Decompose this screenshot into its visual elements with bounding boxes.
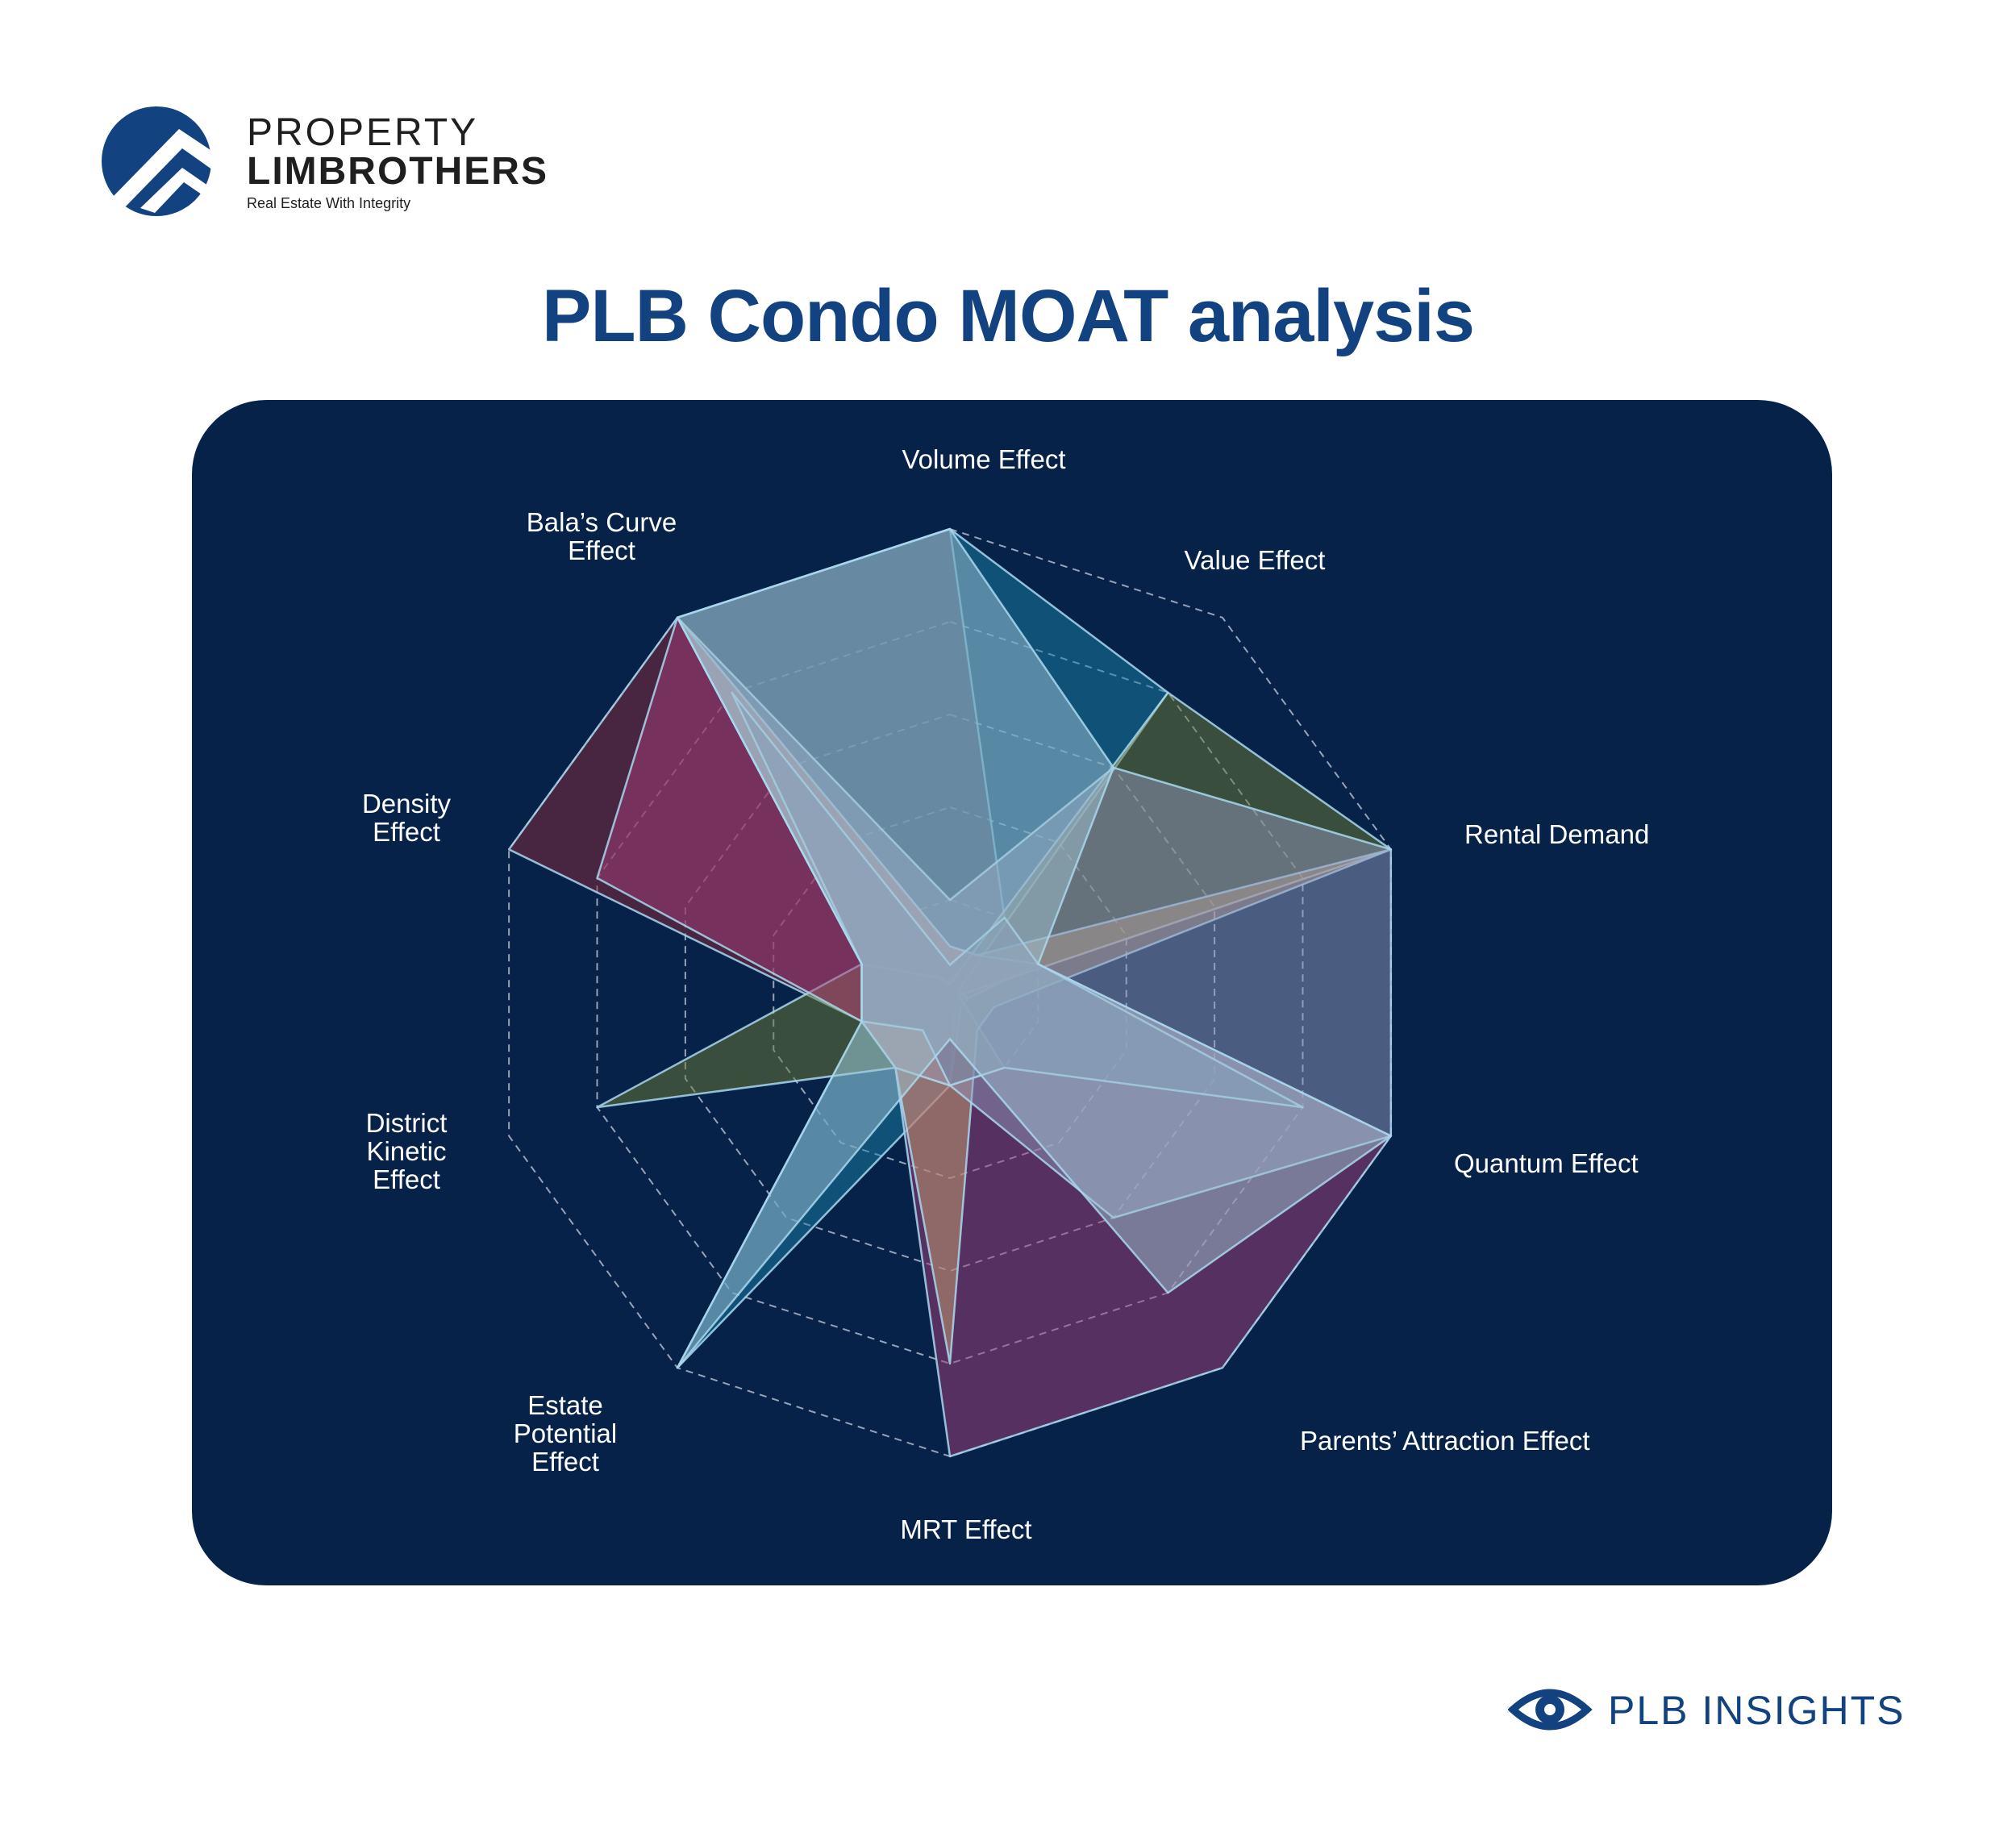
footer-brand-label: PLB INSIGHTS xyxy=(1608,1688,1906,1733)
axis-label-2: Value Effect xyxy=(1185,545,1326,575)
axis-label-5: Parents’ Attraction Effect xyxy=(1300,1426,1590,1456)
brand-logo: PROPERTY LIMBROTHERS Real Estate With In… xyxy=(102,106,548,216)
axis-label-3: Rental Demand xyxy=(1464,819,1649,849)
brand-name-top: PROPERTY xyxy=(247,111,478,154)
radar-series-8 xyxy=(676,527,1393,1369)
brand-name-bottom: LIMBROTHERS xyxy=(247,150,548,193)
axis-label-1: Volume Effect xyxy=(902,444,1065,474)
brand-tagline: Real Estate With Integrity xyxy=(247,195,410,211)
page-title: PLB Condo MOAT analysis xyxy=(541,275,1475,357)
logo-emblem-icon xyxy=(102,106,227,216)
axis-label-6: MRT Effect xyxy=(900,1514,1031,1544)
axis-label-4: Quantum Effect xyxy=(1454,1148,1639,1178)
footer-brand: PLB INSIGHTS xyxy=(1508,1688,1906,1733)
radar-series xyxy=(507,527,1393,1458)
eye-icon xyxy=(1508,1689,1593,1731)
